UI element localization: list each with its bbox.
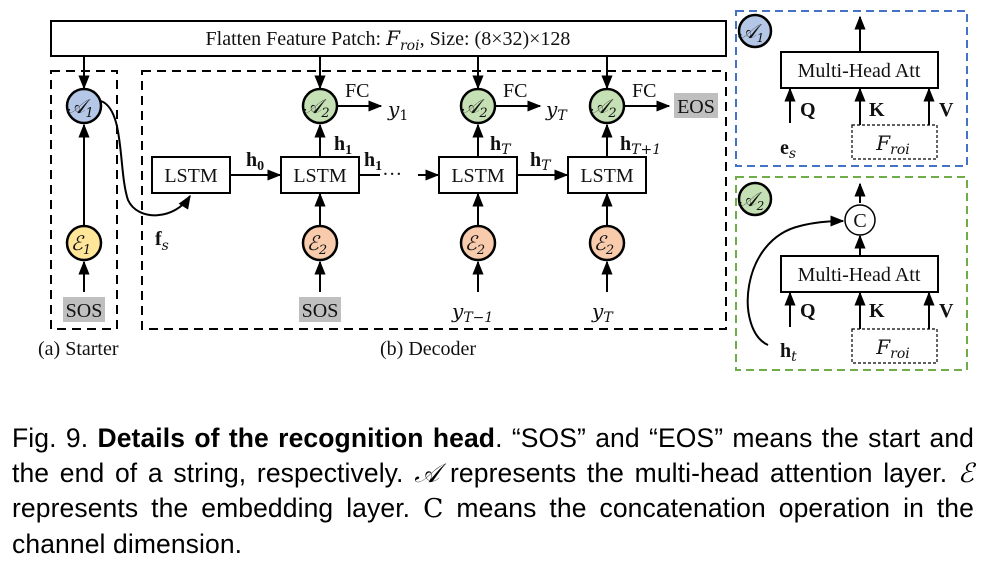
embedding-node-e1-circle bbox=[65, 224, 103, 262]
svg-text:Multi-Head Att: Multi-Head Att bbox=[798, 264, 921, 286]
fc-label-T: FC bbox=[503, 80, 527, 102]
svg-text:LSTM: LSTM bbox=[580, 165, 634, 187]
svg-text:LSTM: LSTM bbox=[451, 165, 505, 187]
detail-a2-mha-block: Multi-Head Att bbox=[780, 255, 939, 293]
feature-patch-symbol: F bbox=[385, 26, 401, 50]
feature-patch-prefix: Flatten Feature Patch: bbox=[206, 28, 387, 50]
detail-a1-k: K bbox=[869, 99, 885, 121]
svg-text:C: C bbox=[853, 210, 866, 232]
attention-sub: 1 bbox=[85, 106, 93, 121]
starter-section: 𝒜1 ℰ1 SOS (a) Starter bbox=[38, 56, 119, 360]
starter-sos-text: SOS bbox=[66, 300, 103, 322]
attention-node-a2-colT: 𝒜2 bbox=[459, 87, 497, 125]
detail-a2-query-input: ht bbox=[780, 340, 797, 365]
decoder-caption: (b) Decoder bbox=[380, 338, 476, 360]
caption-symbol-e: ℰ bbox=[957, 457, 974, 489]
h0-label: h0 bbox=[246, 149, 264, 174]
starter-sos-token: SOS bbox=[63, 297, 105, 322]
embedding-symbol: ℰ bbox=[71, 231, 85, 255]
svg-text:EOS: EOS bbox=[677, 96, 715, 118]
feature-patch-suffix: , Size: (8×32)×128 bbox=[420, 28, 571, 50]
concat-node: C bbox=[844, 204, 876, 236]
detail-a1-query-input: es bbox=[780, 137, 796, 162]
detail-a2-panel: 𝒜2 C Multi-Head Att Q K V ht Froi bbox=[735, 176, 968, 371]
input-yT-1: yT−1 bbox=[451, 299, 493, 326]
eos-token: EOS bbox=[674, 93, 718, 118]
detail-a2-v: V bbox=[939, 300, 954, 322]
lstm-cell-t: LSTM bbox=[438, 156, 518, 194]
detail-a2-froi-box: Froi bbox=[851, 328, 938, 364]
output-y1: y1 bbox=[387, 97, 408, 124]
h1-right-label: h1… bbox=[364, 149, 402, 180]
attention-node-a1-circle bbox=[65, 87, 103, 125]
hT-right-label: hT bbox=[530, 149, 552, 174]
skip-connection-curve bbox=[746, 215, 845, 346]
svg-text:ℰ2: ℰ2 bbox=[307, 231, 327, 258]
embedding-sub: 1 bbox=[83, 243, 91, 258]
decoder-sos-token: SOS bbox=[299, 297, 341, 322]
hT1-up-label: hT+1 bbox=[620, 133, 661, 158]
svg-text:Multi-Head Att: Multi-Head Att bbox=[798, 60, 921, 82]
detail-a2-node: 𝒜2 bbox=[738, 181, 773, 217]
caption-text-3: represents the embedding layer. bbox=[12, 493, 424, 523]
svg-text:ℰ2: ℰ2 bbox=[594, 231, 614, 258]
caption-title: Details of the recognition head bbox=[97, 423, 496, 453]
caption-text-4: means the concatenation operation in the… bbox=[12, 493, 974, 559]
feature-patch-box: Flatten Feature Patch: Froi, Size: (8×32… bbox=[50, 20, 727, 57]
svg-text:ℰ1: ℰ1 bbox=[71, 231, 91, 258]
figure-caption: Fig. 9. Details of the recognition head.… bbox=[12, 421, 974, 561]
caption-text-1: . “SOS” and “EOS” means the start and th… bbox=[12, 423, 974, 488]
lstm-cell-0: LSTM bbox=[151, 156, 231, 194]
detail-a2-q: Q bbox=[800, 300, 816, 322]
svg-text:LSTM: LSTM bbox=[293, 165, 347, 187]
recognition-head-diagram: Flatten Feature Patch: Froi, Size: (8×32… bbox=[38, 10, 968, 371]
attention-node-a2-colT1: 𝒜2 bbox=[588, 87, 626, 125]
detail-a1-panel: 𝒜1 Multi-Head Att Q K V es Froi bbox=[735, 10, 968, 167]
fc-label-1: FC bbox=[345, 80, 369, 102]
embedding-node-e2-colT1: ℰ2 bbox=[588, 224, 626, 262]
lstm-cell-t1: LSTM bbox=[567, 156, 647, 194]
caption-fig-number: Fig. 9. bbox=[12, 423, 98, 453]
embedding-node-e2-col1: ℰ2 bbox=[301, 224, 339, 262]
embedding-node-e1: ℰ1 bbox=[65, 224, 103, 262]
attention-node-a2-col1: 𝒜2 bbox=[301, 87, 339, 125]
detail-a1-node: 𝒜1 bbox=[738, 13, 773, 49]
detail-a2-k: K bbox=[869, 300, 885, 322]
svg-text:LSTM: LSTM bbox=[164, 165, 218, 187]
starter-output-label: fs bbox=[155, 228, 169, 254]
detail-a1-froi-box: Froi bbox=[851, 124, 938, 160]
svg-text:Flatten Feature Patch: Froi, S: Flatten Feature Patch: Froi, Size: (8×32… bbox=[206, 26, 571, 54]
svg-text:SOS: SOS bbox=[302, 300, 339, 322]
svg-text:ℰ2: ℰ2 bbox=[465, 231, 485, 258]
decoder-section: (b) Decoder LSTM LSTM LSTM LSTM h0 h1… h… bbox=[141, 56, 727, 360]
input-yT: yT bbox=[591, 299, 614, 326]
lstm-cell-1: LSTM bbox=[280, 156, 360, 194]
hT-up-label: hT bbox=[490, 133, 512, 158]
starter-to-lstm-curve bbox=[100, 100, 191, 217]
detail-a1-q: Q bbox=[800, 99, 816, 121]
detail-a1-mha-block: Multi-Head Att bbox=[780, 51, 939, 89]
caption-text-2: represents the multi-head attention laye… bbox=[439, 457, 958, 488]
detail-a1-v: V bbox=[939, 99, 954, 121]
feature-patch-symbol-sub: roi bbox=[400, 38, 420, 54]
output-yT: yT bbox=[545, 97, 568, 124]
caption-symbol-c: C bbox=[423, 493, 444, 524]
svg-text:Froi: Froi bbox=[875, 131, 910, 158]
starter-caption: (a) Starter bbox=[38, 338, 119, 360]
h1-up-label: h1 bbox=[334, 133, 352, 158]
fc-label-T1: FC bbox=[632, 80, 656, 102]
embedding-node-e2-colT: ℰ2 bbox=[459, 224, 497, 262]
svg-text:Froi: Froi bbox=[875, 335, 910, 362]
attention-node-a1: 𝒜1 bbox=[65, 87, 103, 125]
caption-symbol-a: 𝒜 bbox=[414, 457, 440, 489]
svg-text:𝒜2: 𝒜2 bbox=[738, 187, 765, 213]
